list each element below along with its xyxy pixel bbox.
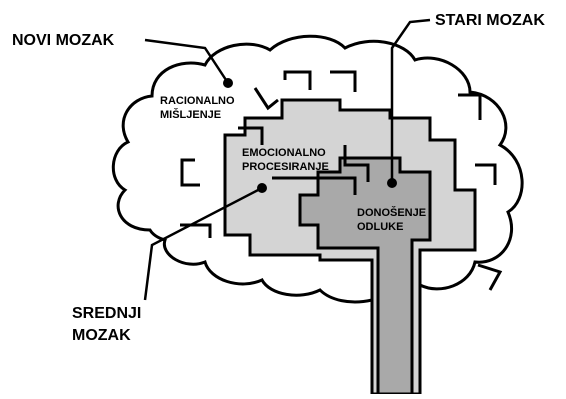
sulcus-1: [283, 70, 312, 90]
label-emocionalno-line2: PROCESIRANJE: [242, 161, 329, 173]
sulcus-2: [180, 158, 200, 187]
label-racionalno-line2: MIŠLJENJE: [160, 108, 221, 121]
leader-novi-mozak: [144, 38, 233, 88]
leader-stari-mozak: [387, 18, 431, 188]
old-brain-region: [298, 156, 432, 396]
label-stari-mozak: STARI MOZAK: [435, 12, 545, 29]
label-novi-mozak: NOVI MOZAK: [12, 32, 115, 49]
label-donosenje-line2: ODLUKE: [357, 221, 403, 233]
sulcus-5: [475, 163, 497, 185]
sulcus-7: [477, 263, 503, 291]
emocionalno-bracket: [272, 176, 357, 195]
mid-detail-1: [343, 145, 370, 182]
sulcus-4: [458, 93, 482, 120]
racionalno-bracket: [238, 126, 264, 145]
label-racionalno-line1: RACIONALNO: [160, 95, 235, 107]
label-srednji-mozak-line1: SREDNJI: [72, 305, 141, 322]
sulcus-8: [253, 87, 279, 111]
leader-srednji-mozak: [143, 183, 267, 301]
label-srednji-mozak-line2: MOZAK: [72, 327, 131, 344]
label-donosenje-line1: DONOŠENJE: [357, 206, 426, 219]
label-emocionalno-line1: EMOCIONALNO: [242, 147, 326, 159]
sulcus-3: [330, 70, 357, 92]
